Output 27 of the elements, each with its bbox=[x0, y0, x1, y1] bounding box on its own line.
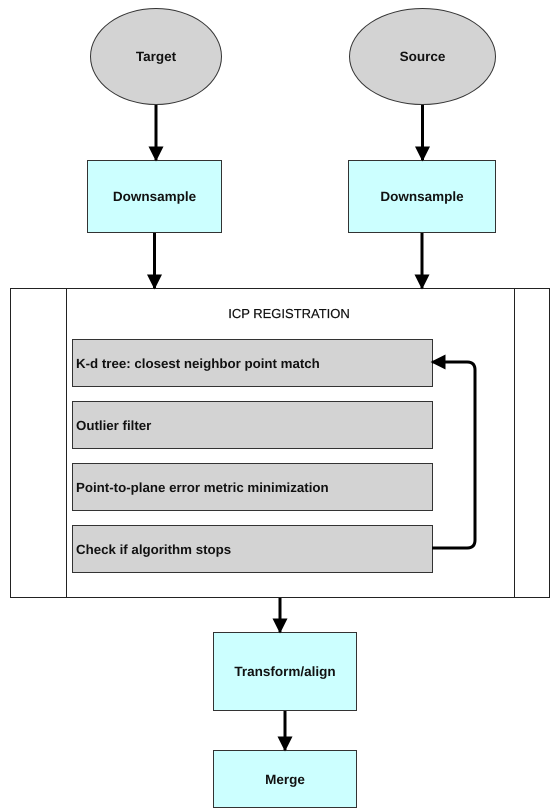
node-label: Source bbox=[400, 49, 446, 64]
step-box bbox=[72, 463, 433, 511]
node-label: Downsample bbox=[380, 189, 464, 204]
process-box bbox=[87, 160, 222, 233]
step-box bbox=[72, 339, 433, 387]
node-label: Target bbox=[136, 49, 176, 64]
process-box bbox=[348, 160, 496, 233]
arrow bbox=[272, 598, 288, 634]
process-box bbox=[213, 632, 357, 711]
step-box bbox=[72, 525, 433, 573]
container-title: ICP REGISTRATION bbox=[227, 306, 351, 321]
node-label: Point-to-plane error metric minimization bbox=[76, 480, 329, 494]
node-label: Transform/align bbox=[234, 664, 336, 679]
arrow bbox=[430, 354, 476, 550]
arrow bbox=[415, 105, 430, 162]
arrow bbox=[278, 711, 292, 752]
node-label: Outlier filter bbox=[76, 418, 152, 432]
process-box bbox=[213, 750, 357, 808]
node-label: Merge bbox=[265, 772, 305, 786]
process-container bbox=[10, 288, 550, 598]
node-label: Check if algorithm stops bbox=[76, 542, 232, 556]
node-label: K-d tree: closest neighbor point match bbox=[76, 356, 320, 370]
node-label: Downsample bbox=[112, 189, 196, 204]
arrow bbox=[414, 233, 430, 290]
arrow bbox=[148, 105, 164, 162]
arrow bbox=[147, 233, 162, 290]
step-box bbox=[72, 401, 433, 449]
